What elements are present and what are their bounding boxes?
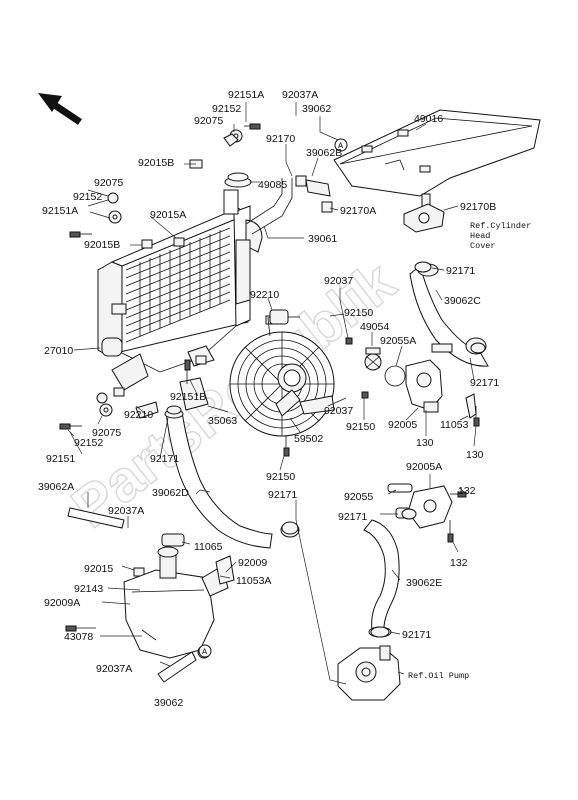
fan-switch xyxy=(269,309,300,325)
pump-outlet-fitting xyxy=(387,483,453,529)
label-11053: 11053 xyxy=(440,419,469,431)
label-92075-left: 92075 xyxy=(94,177,123,189)
label-132-b: 132 xyxy=(450,557,468,569)
label-92005A: 92005A xyxy=(406,461,442,473)
label-49016: 49016 xyxy=(414,113,443,125)
label-35063: 35063 xyxy=(208,415,237,427)
label-92152-top: 92152 xyxy=(212,103,241,115)
label-11065: 11065 xyxy=(194,541,223,553)
label-92037-bottom: 92037 xyxy=(324,405,353,417)
label-92151B: 92151B xyxy=(170,391,206,403)
label-92009: 92009 xyxy=(238,557,267,569)
label-11053A: 11053A xyxy=(236,575,271,587)
label-92170: 92170 xyxy=(266,133,295,145)
thermostat-housing xyxy=(405,343,477,419)
label-92171-right2: 92171 xyxy=(470,377,499,389)
label-92152-bottom: 92152 xyxy=(74,437,103,449)
radiator-core xyxy=(97,205,251,373)
label-39062B: 39062B xyxy=(306,147,342,159)
label-132-a: 132 xyxy=(458,485,476,497)
ref-oil-pump: Ref.Oil Pump xyxy=(408,671,469,681)
label-59502: 59502 xyxy=(294,433,323,445)
overflow-hose xyxy=(67,507,125,529)
label-92170B: 92170B xyxy=(460,201,496,213)
svg-text:A: A xyxy=(202,647,208,657)
label-92055: 92055 xyxy=(344,491,373,503)
water-pump xyxy=(337,645,401,701)
ref-cylinder-head-line3: Cover xyxy=(470,241,496,251)
label-43078: 43078 xyxy=(64,631,93,643)
bolt-set xyxy=(59,123,480,632)
cooling-fan xyxy=(229,315,335,437)
lower-hose xyxy=(363,519,400,638)
label-92009A: 92009A xyxy=(44,597,80,609)
label-49054: 49054 xyxy=(360,321,389,333)
label-39061: 39061 xyxy=(308,233,337,245)
label-92015A: 92015A xyxy=(150,209,186,221)
label-92015B-left: 92015B xyxy=(84,239,120,251)
mounting-clip xyxy=(135,401,235,585)
reservoir-tank xyxy=(123,533,229,659)
label-92015: 92015 xyxy=(84,563,113,575)
label-92037-right: 92037 xyxy=(324,275,353,287)
label-27010: 27010 xyxy=(44,345,73,357)
ref-marker-a-bottom: A xyxy=(198,644,212,658)
label-92171-mid: 92171 xyxy=(268,489,297,501)
label-39062C: 39062C xyxy=(444,295,481,307)
ref-cylinder-head-line2: Head xyxy=(470,231,490,241)
water-pipe xyxy=(245,178,293,235)
label-92015B-top: 92015B xyxy=(138,157,174,169)
label-92005: 92005 xyxy=(388,419,417,431)
breather-hose xyxy=(295,175,333,213)
label-130-b: 130 xyxy=(466,449,484,461)
thermostat xyxy=(364,347,382,371)
label-92152-left: 92152 xyxy=(73,191,102,203)
ref-marker-a-top: A xyxy=(334,138,348,152)
svg-text:A: A xyxy=(338,141,344,151)
part-labels: 92151A 92037A 92152 39062 49016 92075 92… xyxy=(38,89,531,709)
front-arrow-icon xyxy=(38,93,82,125)
label-92151A-left: 92151A xyxy=(42,205,78,217)
label-92150-bottom: 92150 xyxy=(266,471,295,483)
label-39062-bottom: 39062 xyxy=(154,697,183,709)
cover-plate xyxy=(333,109,541,197)
label-92171-x: 92171 xyxy=(338,511,367,523)
label-130-a: 130 xyxy=(416,437,434,449)
label-92151: 92151 xyxy=(46,453,75,465)
hose-clamp-set xyxy=(166,261,486,638)
label-92150-mid: 92150 xyxy=(346,421,375,433)
ref-cylinder-head-line1: Ref.Cylinder xyxy=(470,221,531,231)
cylinder-head-fitting xyxy=(403,193,445,233)
thermostat-gasket xyxy=(384,365,406,387)
label-92037A-top: 92037A xyxy=(282,89,318,101)
label-92151A-top: 92151A xyxy=(228,89,264,101)
label-92171-right1: 92171 xyxy=(446,265,475,277)
label-92037A-mid: 92037A xyxy=(108,505,144,517)
label-92210-top: 92210 xyxy=(250,289,279,301)
label-92150-top: 92150 xyxy=(344,307,373,319)
label-49085: 49085 xyxy=(258,179,287,191)
label-92055A: 92055A xyxy=(380,335,416,347)
label-92075-top: 92075 xyxy=(194,115,223,127)
label-92170A: 92170A xyxy=(340,205,376,217)
label-39062A: 39062A xyxy=(38,481,74,493)
label-39062-top: 39062 xyxy=(302,103,331,115)
label-92037A-bottom: 92037A xyxy=(96,663,132,675)
label-92143: 92143 xyxy=(74,583,103,595)
radiator-bracket xyxy=(111,239,251,411)
label-39062E: 39062E xyxy=(406,577,442,589)
label-39062D: 39062D xyxy=(152,487,189,499)
label-92171-center: 92171 xyxy=(150,453,179,465)
label-92171-low: 92171 xyxy=(402,629,431,641)
label-92075-bottom: 92075 xyxy=(92,427,121,439)
label-92210-bottom: 92210 xyxy=(124,409,153,421)
leader-lines xyxy=(67,102,477,685)
